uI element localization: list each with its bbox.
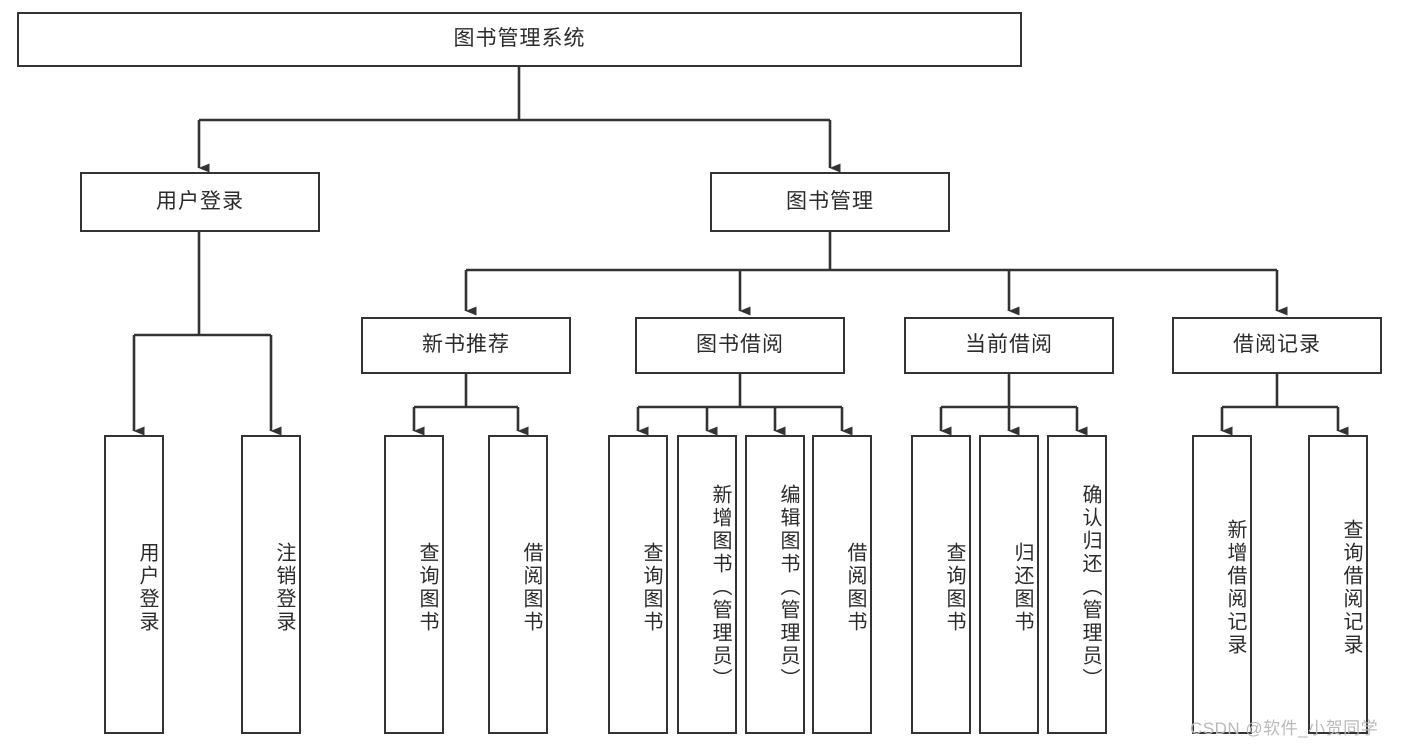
node-user-login[interactable]: 用户登录 [80, 172, 320, 232]
leaf-borrow-edit-book-admin[interactable]: 编辑图书（管理员） [745, 435, 805, 734]
leaf-record-add[interactable]: 新增借阅记录 [1192, 435, 1252, 734]
leaf-borrow-query-book[interactable]: 查询图书 [608, 435, 668, 734]
csdn-watermark: CSDN @软件_小贺同学 [1190, 719, 1379, 738]
leaf-new-book-borrow[interactable]: 借阅图书 [488, 435, 548, 734]
leaf-record-query[interactable]: 查询借阅记录 [1308, 435, 1368, 734]
node-book-borrow[interactable]: 图书借阅 [635, 317, 845, 374]
leaf-borrow-lend-book[interactable]: 借阅图书 [812, 435, 872, 734]
leaf-new-book-query[interactable]: 查询图书 [384, 435, 444, 734]
node-book-management[interactable]: 图书管理 [710, 172, 950, 232]
leaf-user-login-signin[interactable]: 用户登录 [104, 435, 164, 734]
leaf-user-login-signout[interactable]: 注销登录 [241, 435, 301, 734]
leaf-current-return-book[interactable]: 归还图书 [979, 435, 1039, 734]
node-borrow-record[interactable]: 借阅记录 [1172, 317, 1382, 374]
leaf-current-confirm-return-admin[interactable]: 确认归还（管理员） [1047, 435, 1107, 734]
node-current-borrow[interactable]: 当前借阅 [904, 317, 1114, 374]
leaf-borrow-add-book-admin[interactable]: 新增图书（管理员） [677, 435, 737, 734]
leaf-current-query-book[interactable]: 查询图书 [911, 435, 971, 734]
node-root-system[interactable]: 图书管理系统 [17, 12, 1022, 67]
node-new-book-recommend[interactable]: 新书推荐 [361, 317, 571, 374]
